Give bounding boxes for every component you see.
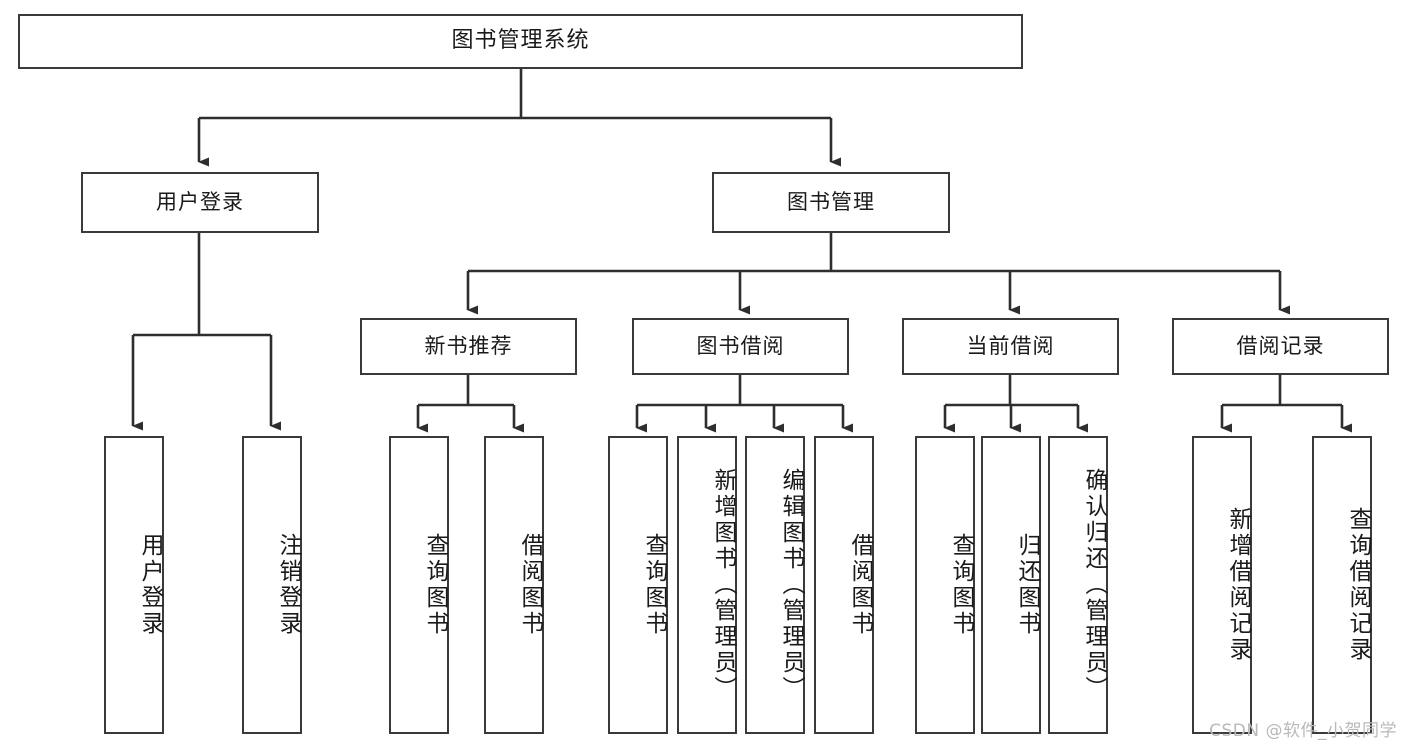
leaf-new-book-borrow[interactable]: 借阅图书 <box>484 436 544 734</box>
leaf-current-borrow-query[interactable]: 查询图书 <box>915 436 975 734</box>
leaf-label: 用户登录 <box>137 533 163 637</box>
leaf-label: 编辑图书（管理员） <box>778 468 804 702</box>
node-book-management[interactable]: 图书管理 <box>712 172 950 233</box>
leaf-user-login-logout[interactable]: 注销登录 <box>242 436 302 734</box>
leaf-label: 查询图书 <box>641 533 667 637</box>
watermark-text: CSDN @软件_小贺同学 <box>1209 721 1397 741</box>
leaf-new-book-query[interactable]: 查询图书 <box>389 436 449 734</box>
leaf-label: 归还图书 <box>1014 533 1040 637</box>
leaf-label: 新增图书（管理员） <box>710 468 736 702</box>
leaf-label: 新增借阅记录 <box>1225 507 1251 663</box>
leaf-current-borrow-return[interactable]: 归还图书 <box>981 436 1041 734</box>
node-user-login[interactable]: 用户登录 <box>81 172 319 233</box>
leaf-user-login-login[interactable]: 用户登录 <box>104 436 164 734</box>
leaf-current-borrow-confirm-return[interactable]: 确认归还（管理员） <box>1048 436 1108 734</box>
node-borrow-record[interactable]: 借阅记录 <box>1172 318 1389 375</box>
leaf-label: 确认归还（管理员） <box>1081 468 1107 702</box>
leaf-label: 借阅图书 <box>517 533 543 637</box>
node-book-borrow[interactable]: 图书借阅 <box>632 318 849 375</box>
node-root-system[interactable]: 图书管理系统 <box>18 14 1023 69</box>
leaf-book-borrow-borrow[interactable]: 借阅图书 <box>814 436 874 734</box>
node-current-borrow[interactable]: 当前借阅 <box>902 318 1119 375</box>
leaf-label: 查询图书 <box>422 533 448 637</box>
leaf-label: 借阅图书 <box>847 533 873 637</box>
leaf-book-borrow-query[interactable]: 查询图书 <box>608 436 668 734</box>
leaf-label: 查询图书 <box>948 533 974 637</box>
leaf-borrow-record-add[interactable]: 新增借阅记录 <box>1192 436 1252 734</box>
node-new-book-recommend[interactable]: 新书推荐 <box>360 318 577 375</box>
leaf-book-borrow-edit[interactable]: 编辑图书（管理员） <box>745 436 805 734</box>
leaf-label: 查询借阅记录 <box>1345 507 1371 663</box>
leaf-label: 注销登录 <box>275 533 301 637</box>
leaf-book-borrow-add[interactable]: 新增图书（管理员） <box>677 436 737 734</box>
leaf-borrow-record-query[interactable]: 查询借阅记录 <box>1312 436 1372 734</box>
